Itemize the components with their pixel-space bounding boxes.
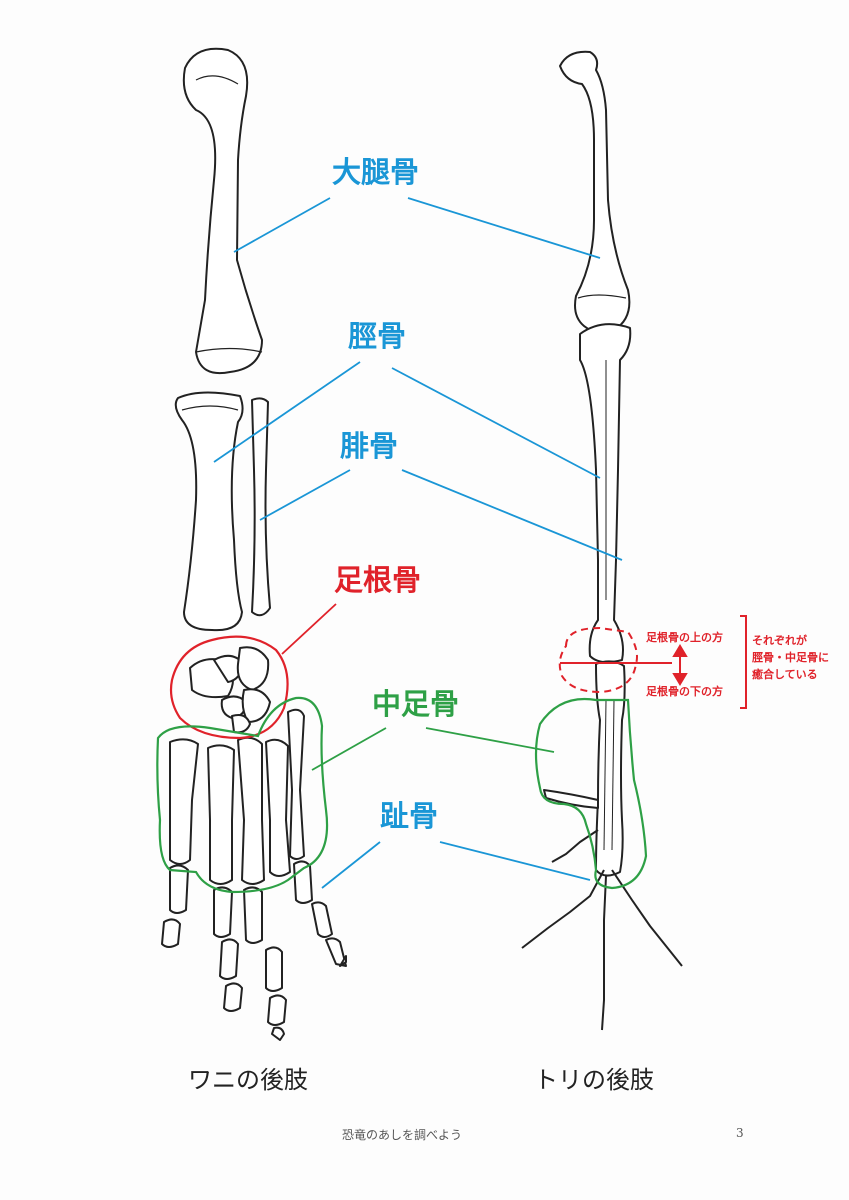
note-fused-line2: 脛骨・中足骨に <box>752 651 829 664</box>
croc-metatarsal-outline <box>156 696 329 894</box>
label-tibia: 脛骨 <box>348 319 407 353</box>
note-fused-line3: 癒合している <box>752 668 818 681</box>
footer-title: 恐竜のあしを調べよう <box>342 1128 463 1142</box>
label-fibula: 腓骨 <box>340 429 399 463</box>
note-lower-tarsal: 足根骨の下の方 <box>646 685 723 698</box>
crocodile-hindlimb <box>161 47 347 1041</box>
croc-tarsals <box>189 646 271 734</box>
label-tarsal: 足根骨 <box>334 563 422 597</box>
croc-fibula <box>251 397 271 617</box>
label-femur: 大腿骨 <box>332 155 420 189</box>
croc-tarsal-outline <box>169 635 289 740</box>
page-number: 3 <box>736 1126 744 1140</box>
croc-tibia <box>174 391 244 632</box>
label-phalanx: 趾骨 <box>380 799 439 833</box>
label-metatarsal: 中足骨 <box>372 687 460 721</box>
croc-metatarsals <box>169 708 305 885</box>
leader-lines <box>213 197 623 889</box>
croc-femur <box>182 47 263 374</box>
bird-hindlimb <box>521 50 683 1031</box>
bird-tarsal-outline <box>558 626 638 694</box>
bird-metatarsal-outline <box>534 698 648 890</box>
note-fused-line1: それぞれが <box>752 634 807 647</box>
caption-bird: トリの後肢 <box>534 1066 654 1094</box>
bird-femur <box>559 50 631 334</box>
bird-tibiotarsus <box>579 323 632 664</box>
note-fused: それぞれが 脛骨・中足骨に 癒合している <box>752 632 829 683</box>
bird-tarsometatarsus <box>595 660 626 877</box>
croc-phalanges <box>161 860 347 1041</box>
tarsal-markers <box>560 615 747 709</box>
caption-crocodile: ワニの後肢 <box>188 1066 308 1094</box>
note-upper-tarsal: 足根骨の上の方 <box>646 631 723 644</box>
